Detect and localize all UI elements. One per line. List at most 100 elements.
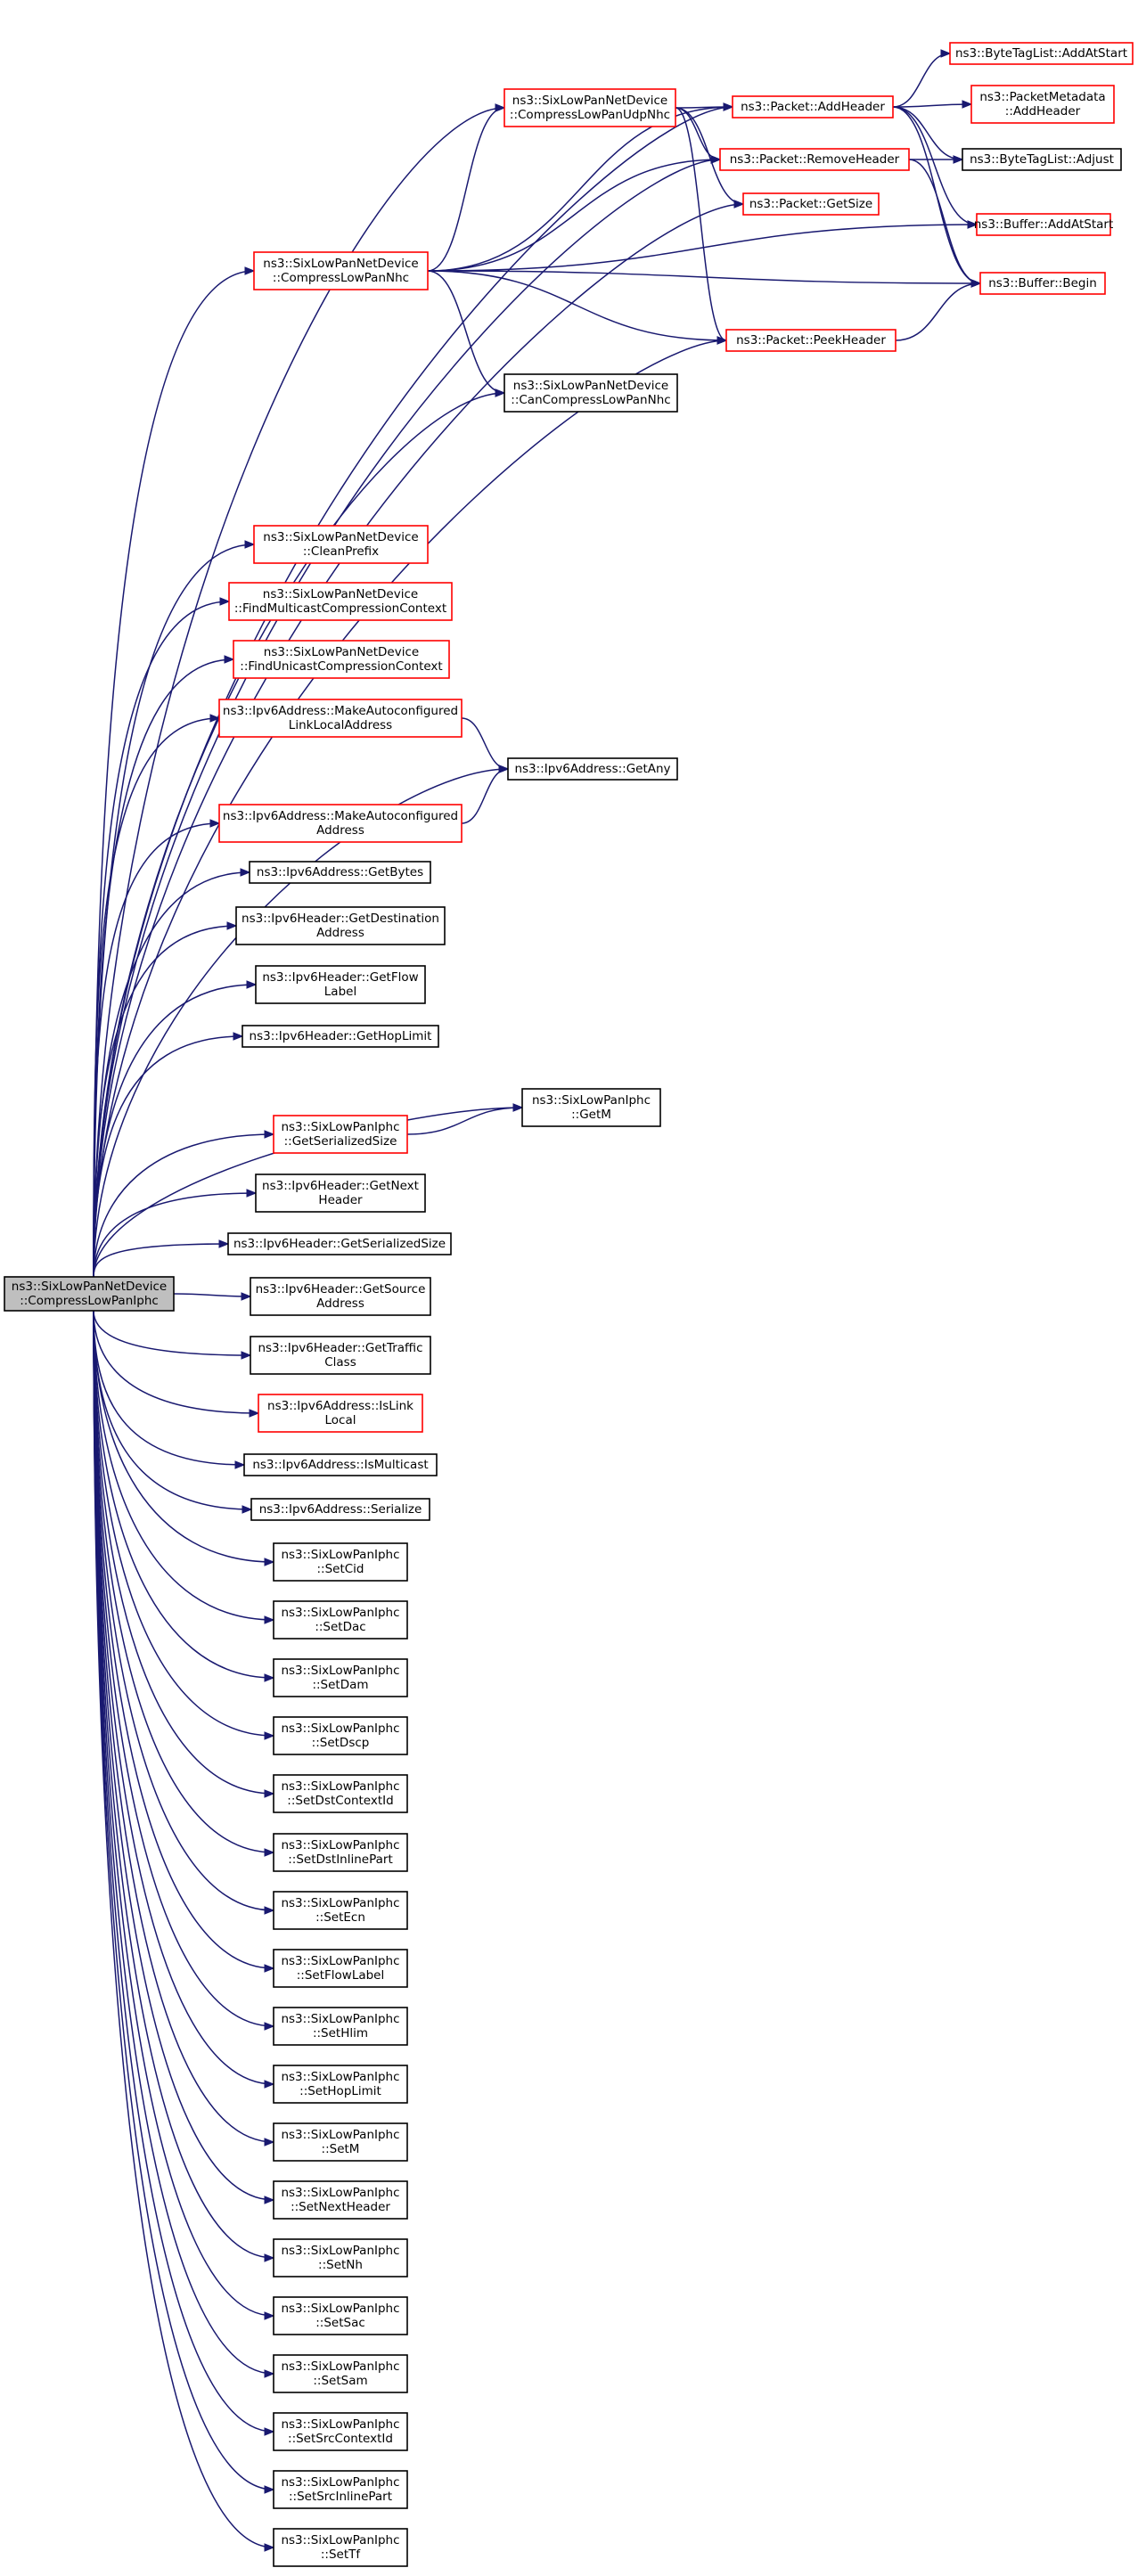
node-packet_peekheader[interactable]: ns3::Packet::PeekHeader [725, 329, 896, 352]
node-box [273, 1833, 408, 1872]
node-can_compress_nhc[interactable]: ns3::SixLowPanNetDevice::CanCompressLowP… [504, 373, 678, 413]
node-box [273, 1716, 408, 1755]
edge-compress_udpnhc-to-packet_peekheader [675, 107, 728, 345]
node-packet_getsize[interactable]: ns3::Packet::GetSize [742, 192, 880, 216]
node-label: ns3::Buffer::AddAtStart [974, 217, 1114, 232]
node-box [255, 965, 426, 1004]
node-iphc_setdam[interactable]: ns3::SixLowPanIphc::SetDam [273, 1658, 408, 1697]
node-iphc_setdscp[interactable]: ns3::SixLowPanIphc::SetDscp [273, 1716, 408, 1755]
node-clean_prefix[interactable]: ns3::SixLowPanNetDevice::CleanPrefix [253, 525, 429, 564]
node-box [273, 1542, 408, 1582]
node-ipv6_ismulticast[interactable]: ns3::Ipv6Address::IsMulticast [243, 1453, 438, 1476]
node-iphc_setsac[interactable]: ns3::SixLowPanIphc::SetSac [273, 2296, 408, 2335]
node-label: ns3::SixLowPanIphc [281, 2244, 399, 2258]
edge-compress_udpnhc-to-packet_getsize [675, 107, 745, 209]
node-label: ::SetDstInlinePart [288, 1852, 393, 1867]
edge-line [892, 106, 978, 225]
node-box [227, 1232, 452, 1255]
node-ipv6h_getser[interactable]: ns3::Ipv6Header::GetSerializedSize [227, 1232, 452, 1255]
node-bytetag_adjust[interactable]: ns3::ByteTagList::Adjust [962, 148, 1122, 171]
edge-packet_addheader-to-bytetag_addatstart [892, 49, 952, 108]
edge-line [93, 1133, 274, 1278]
edge-line [93, 1310, 274, 1621]
node-label: LinkLocalAddress [289, 718, 392, 732]
edge-line [93, 203, 744, 1278]
edge-line [93, 1310, 259, 1414]
arrowhead [716, 336, 728, 345]
edge-line [93, 270, 255, 1278]
node-pktmeta_addheader[interactable]: ns3::PacketMetadata::AddHeader [970, 85, 1115, 124]
edge-root-to-ipv6_getbytes [93, 868, 251, 1278]
node-make_autoconf_ll[interactable]: ns3::Ipv6Address::MakeAutoconfiguredLink… [218, 699, 463, 738]
node-label: ::SetEcn [315, 1910, 365, 1925]
node-label: Local [325, 1413, 356, 1427]
node-label: ns3::SixLowPanIphc [281, 2359, 399, 2374]
node-iphc_setsrcinline[interactable]: ns3::SixLowPanIphc::SetSrcInlinePart [273, 2470, 408, 2509]
node-box [273, 2528, 408, 2567]
node-bytetag_addatstart[interactable]: ns3::ByteTagList::AddAtStart [949, 42, 1134, 65]
node-box [273, 1115, 408, 1154]
node-find_unicast_ctx[interactable]: ns3::SixLowPanNetDevice::FindUnicastComp… [233, 640, 450, 679]
node-iphc_setnh[interactable]: ns3::SixLowPanIphc::SetNh [273, 2238, 408, 2278]
node-box [273, 1658, 408, 1697]
arrowhead [226, 921, 238, 930]
node-iphc_setm[interactable]: ns3::SixLowPanIphc::SetM [273, 2122, 408, 2162]
node-label: ns3::SixLowPanIphc [281, 2475, 399, 2490]
arrowhead [240, 868, 251, 877]
node-iphc_setsam[interactable]: ns3::SixLowPanIphc::SetSam [273, 2354, 408, 2393]
arrowhead [244, 266, 256, 275]
arrowhead [264, 2427, 275, 2436]
node-buffer_begin[interactable]: ns3::Buffer::Begin [979, 272, 1106, 295]
node-iphc_getm[interactable]: ns3::SixLowPanIphc::GetM [521, 1088, 661, 1127]
edge-line [461, 717, 509, 770]
node-label: ::SetSac [315, 2316, 365, 2330]
node-label: ns3::SixLowPanIphc [281, 1896, 399, 1910]
node-iphc_settf[interactable]: ns3::SixLowPanIphc::SetTf [273, 2528, 408, 2567]
edge-line [427, 106, 733, 272]
node-iphc_setcid[interactable]: ns3::SixLowPanIphc::SetCid [273, 1542, 408, 1582]
node-iphc_setdstinline[interactable]: ns3::SixLowPanIphc::SetDstInlinePart [273, 1833, 408, 1872]
node-label: ns3::SixLowPanIphc [281, 1779, 399, 1794]
node-label: ns3::SixLowPanIphc [532, 1093, 651, 1108]
node-iphc_setflow[interactable]: ns3::SixLowPanIphc::SetFlowLabel [273, 1949, 408, 1988]
node-label: ns3::SixLowPanIphc [281, 2070, 399, 2084]
edge-line [93, 1310, 274, 1679]
node-iphc_sethoplimit[interactable]: ns3::SixLowPanIphc::SetHopLimit [273, 2065, 408, 2104]
arrowhead [249, 1409, 260, 1418]
arrowhead [264, 1789, 275, 1798]
node-buffer_addatstart[interactable]: ns3::Buffer::AddAtStart [974, 213, 1114, 236]
node-compress_udpnhc[interactable]: ns3::SixLowPanNetDevice::CompressLowPanU… [504, 88, 676, 127]
node-compress_nhc[interactable]: ns3::SixLowPanNetDevice::CompressLowPanN… [253, 251, 429, 290]
node-iphc_setdac[interactable]: ns3::SixLowPanIphc::SetDac [273, 1600, 408, 1640]
node-ipv6_getbytes[interactable]: ns3::Ipv6Address::GetBytes [249, 861, 431, 884]
node-packet_removeheader[interactable]: ns3::Packet::RemoveHeader [719, 148, 910, 171]
node-iphc_setnextheader[interactable]: ns3::SixLowPanIphc::SetNextHeader [273, 2180, 408, 2220]
node-iphc_setdstctx[interactable]: ns3::SixLowPanIphc::SetDstContextId [273, 1774, 408, 1813]
node-ipv6h_gethop[interactable]: ns3::Ipv6Header::GetHopLimit [242, 1025, 439, 1048]
node-packet_addheader[interactable]: ns3::Packet::AddHeader [732, 95, 894, 119]
arrowhead [264, 1615, 275, 1624]
node-label: ns3::PacketMetadata [979, 90, 1105, 104]
node-root[interactable]: ns3::SixLowPanNetDevice::CompressLowPanI… [4, 1276, 175, 1312]
node-iphc_setsrcctx[interactable]: ns3::SixLowPanIphc::SetSrcContextId [273, 2412, 408, 2451]
edge-line [93, 106, 733, 1278]
node-ipv6_getany[interactable]: ns3::Ipv6Address::GetAny [507, 757, 678, 781]
node-label: ns3::SixLowPanNetDevice [263, 257, 418, 271]
edge-root-to-ipv6h_getnext [93, 1189, 258, 1278]
node-ipv6_serialize[interactable]: ns3::Ipv6Address::Serialize [250, 1498, 430, 1521]
arrowhead [246, 1189, 258, 1198]
node-iphc_getser[interactable]: ns3::SixLowPanIphc::GetSerializedSize [273, 1115, 408, 1154]
node-iphc_setecn[interactable]: ns3::SixLowPanIphc::SetEcn [273, 1891, 408, 1930]
node-box [273, 1600, 408, 1640]
node-make_autoconf_addr[interactable]: ns3::Ipv6Address::MakeAutoconfiguredAddr… [218, 804, 463, 843]
node-find_multicast_ctx[interactable]: ns3::SixLowPanNetDevice::FindMulticastCo… [228, 582, 453, 621]
node-iphc_sethlim[interactable]: ns3::SixLowPanIphc::SetHlim [273, 2007, 408, 2046]
node-label: ns3::Ipv6Header::GetSerializedSize [233, 1237, 446, 1251]
